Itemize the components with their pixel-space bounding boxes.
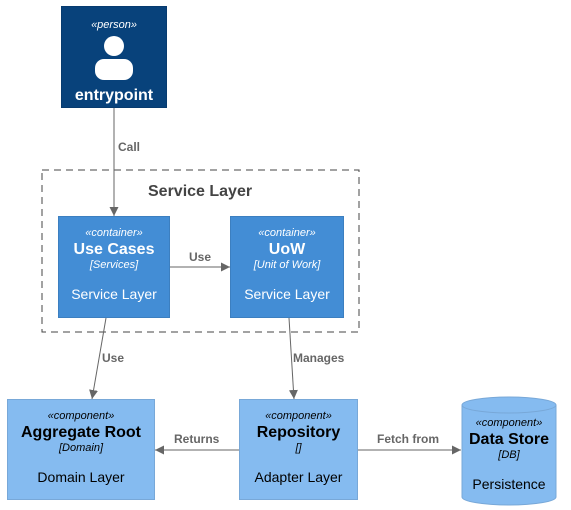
data-store-title: Data Store	[468, 431, 550, 448]
uow-container[interactable]: «container» UoW [Unit of Work] Service L…	[230, 216, 344, 318]
edge-label-returns: Returns	[174, 432, 220, 446]
edge-label-fetch-from: Fetch from	[377, 432, 440, 446]
repository-component[interactable]: «component» Repository [] Adapter Layer	[239, 399, 358, 500]
data-store-description: Persistence	[472, 476, 546, 492]
edge-manages	[288, 317, 298, 400]
use-cases-title: Use Cases	[73, 241, 155, 258]
use-cases-container[interactable]: «container» Use Cases [Services] Service…	[58, 216, 170, 318]
uow-tech: [Unit of Work]	[253, 259, 321, 271]
uow-title: UoW	[268, 241, 306, 258]
uow-stereotype: «container»	[258, 227, 316, 239]
edge-label-manages: Manages	[293, 351, 345, 365]
repository-tech: []	[295, 442, 302, 454]
data-store-cylinder	[461, 396, 557, 506]
entrypoint-person[interactable]: «person» entrypoint	[61, 6, 167, 108]
aggregate-root-stereotype: «component»	[47, 410, 115, 422]
repository-title: Repository	[256, 424, 341, 441]
aggregate-root-title: Aggregate Root	[21, 424, 141, 441]
edge-label-use-aggregate: Use	[102, 351, 125, 365]
entrypoint-stereotype: «person»	[91, 19, 137, 31]
use-cases-stereotype: «container»	[85, 227, 143, 239]
boundary-title: Service Layer	[148, 183, 253, 200]
edge-label-use-uow: Use	[189, 250, 212, 264]
aggregate-root-component[interactable]: «component» Aggregate Root [Domain] Doma…	[7, 399, 155, 500]
use-cases-tech: [Services]	[89, 259, 139, 271]
service-layer-boundary	[41, 169, 360, 333]
aggregate-root-description: Domain Layer	[37, 469, 125, 485]
person-icon	[95, 36, 133, 80]
aggregate-root-tech: [Domain]	[58, 442, 104, 454]
repository-description: Adapter Layer	[254, 469, 343, 485]
edge-label-call: Call	[118, 140, 141, 154]
entrypoint-title: entrypoint	[74, 87, 154, 104]
uow-description: Service Layer	[244, 286, 330, 302]
data-store-stereotype: «component»	[475, 417, 543, 429]
use-cases-description: Service Layer	[71, 286, 157, 302]
edge-use-aggregate	[89, 317, 107, 400]
data-store-component[interactable]: «component» Data Store [DB] Persistence	[462, 405, 556, 505]
repository-stereotype: «component»	[265, 410, 332, 422]
data-store-tech: [DB]	[498, 449, 520, 461]
